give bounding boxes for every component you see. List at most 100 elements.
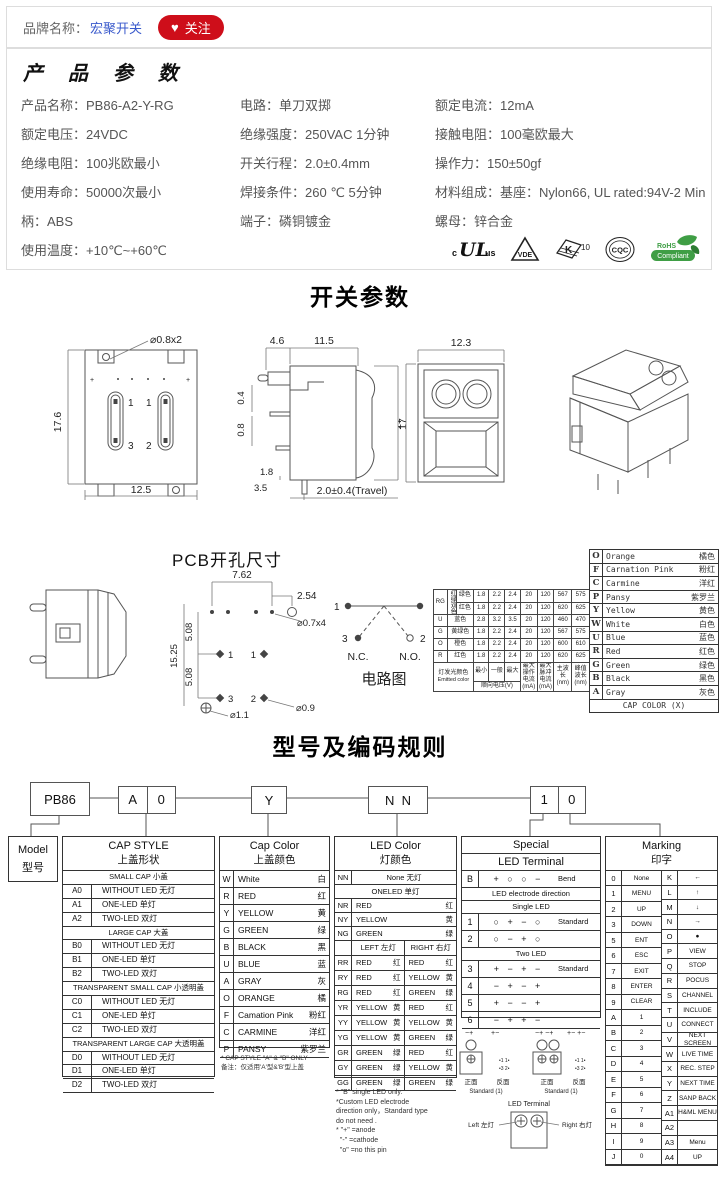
spec-line: 产品名称：PB86-A2-Y-RG	[21, 98, 174, 113]
circuit-pin-1: 1	[334, 602, 340, 613]
led-color-table: LED Color 灯颜色 NN None 无灯 ONELED 单灯 NR RE…	[334, 836, 457, 1091]
f: 最小	[472, 662, 490, 682]
led-code: G	[433, 626, 448, 639]
dim-hole-1-1: ⌀1.1	[230, 710, 249, 718]
v: 600	[553, 638, 573, 651]
special-bend-row: B + ○ ○ − Bend	[462, 871, 600, 888]
v: 20	[519, 589, 538, 603]
v: 2.4	[504, 650, 521, 663]
heart-icon: ♥	[171, 19, 179, 35]
f: 主波长(nm)	[553, 662, 573, 692]
special-row: 1○ + − ○Standard	[462, 914, 600, 931]
v: 20	[519, 638, 538, 651]
follow-label: 关注	[184, 20, 211, 36]
arrow-mark: −+ −+	[535, 1030, 553, 1037]
special-led-terminal-table: Special LED Terminal B + ○ ○ − Bend LED …	[461, 836, 601, 1029]
dim-7-62: 7.62	[232, 570, 252, 581]
spec-line: 绝缘电阻：100兆欧最小	[21, 156, 160, 171]
brand-label: 品牌名称：	[23, 20, 89, 36]
special-row: 6− + + −	[462, 1012, 600, 1029]
pcb-section-title: PCB开孔尺寸	[172, 551, 282, 570]
v: 2.4	[504, 638, 521, 651]
v: 470	[571, 614, 590, 627]
led-code: U	[433, 614, 448, 627]
cqc-icon: CQC	[605, 236, 635, 263]
led-color-notes: * "B" single LED only. *Custom LED elect…	[336, 1089, 428, 1154]
led-color-header: LED Color 灯颜色	[335, 837, 456, 871]
code-led: N N	[385, 792, 411, 808]
v: 575	[571, 589, 590, 603]
v: 20	[519, 601, 538, 615]
standard-label: Standard (1)	[544, 1089, 577, 1095]
marking-row: O●	[662, 929, 717, 945]
marking-row: K←	[662, 871, 717, 886]
front-label: 正面	[541, 1078, 555, 1086]
led-color-none-row: NN None 无灯	[335, 871, 456, 885]
code-box-model: PB86	[30, 782, 90, 816]
dim-0-8: 0.8	[236, 423, 247, 436]
switch-params-title: 开关参数	[310, 284, 410, 310]
rohs-compliant: Compliant	[657, 253, 689, 260]
f: 峰值波长(nm)	[571, 662, 590, 692]
dim-15-25: 15.25	[169, 644, 180, 668]
f: 一般	[488, 662, 506, 682]
spec-line: 绝缘强度：250VAC 1分钟	[240, 127, 390, 142]
marking-row: A2	[662, 1120, 717, 1136]
rohs-word: RoHS	[657, 243, 676, 250]
marking-row: M↓	[662, 900, 717, 916]
code-cap2: 0	[146, 787, 176, 813]
v: 2.4	[504, 601, 521, 615]
pin-label: 2	[146, 441, 152, 452]
v: 20	[519, 614, 538, 627]
v: 567	[553, 589, 573, 603]
product-params-title: 产 品 参 数	[23, 61, 187, 85]
special-single-header: Single LED	[462, 901, 600, 914]
v: 610	[571, 638, 590, 651]
v: 2.8	[472, 614, 490, 627]
special-row: 4− + − +	[462, 978, 600, 995]
right-led-label: Right 右灯	[562, 1120, 592, 1129]
led-color-name: 橙色	[446, 638, 474, 651]
pcb-pin-1b: 1	[251, 650, 256, 661]
circuit-diagram: 1 3 2 N.C. N.O. 电路图	[334, 602, 426, 688]
code-box-capstyle: A 0	[118, 786, 176, 814]
back-pins: •3 2•	[575, 1066, 586, 1072]
back-pins: •1 1•	[499, 1058, 510, 1064]
face-view-drawing: 12.3 17	[398, 337, 505, 483]
circuit-pin-2: 2	[420, 634, 426, 645]
spec-line: 使用温度：+10℃~+60℃	[21, 243, 167, 258]
standard-label: Standard (1)	[469, 1089, 502, 1095]
cap-color-note: * CAP STYLE "A" & "B" ONLY 备注：仅适用'A'型&'B…	[221, 1055, 308, 1071]
v: 20	[519, 626, 538, 639]
brand-name-link[interactable]: 宏聚开关	[90, 20, 143, 36]
code-sp1: 1	[540, 792, 548, 807]
follow-button[interactable]: ♥ 关注	[158, 14, 224, 40]
